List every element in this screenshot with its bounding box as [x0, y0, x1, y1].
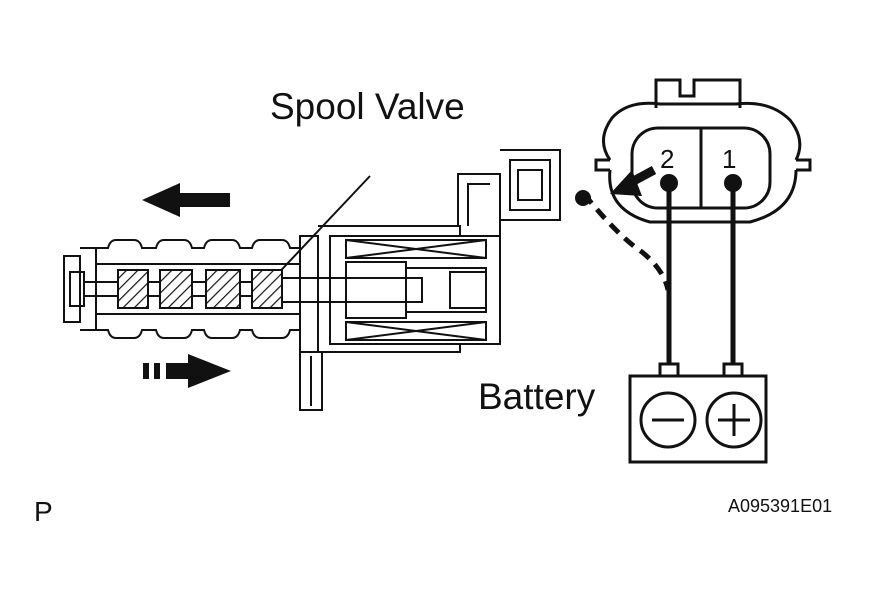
negative-terminal-icon [639, 391, 697, 449]
pin-arrow-icon [610, 166, 657, 196]
solid-arrow-left-icon [142, 183, 230, 217]
alternate-terminal [575, 190, 591, 206]
spool-valve-label: Spool Valve [270, 86, 465, 127]
positive-terminal-icon [705, 391, 763, 449]
wires [582, 183, 736, 364]
view-letter: P [34, 496, 53, 527]
pin-1-label: 1 [722, 144, 736, 174]
wire-alternate-dashed [582, 192, 671, 291]
dashed-arrow-right-icon [143, 354, 231, 388]
battery-label: Battery [478, 376, 596, 417]
battery [628, 362, 768, 464]
figure-code: A095391E01 [728, 496, 833, 516]
connector-front-view [594, 78, 812, 224]
spool-lands [117, 269, 283, 309]
pin-2-label: 2 [660, 144, 674, 174]
